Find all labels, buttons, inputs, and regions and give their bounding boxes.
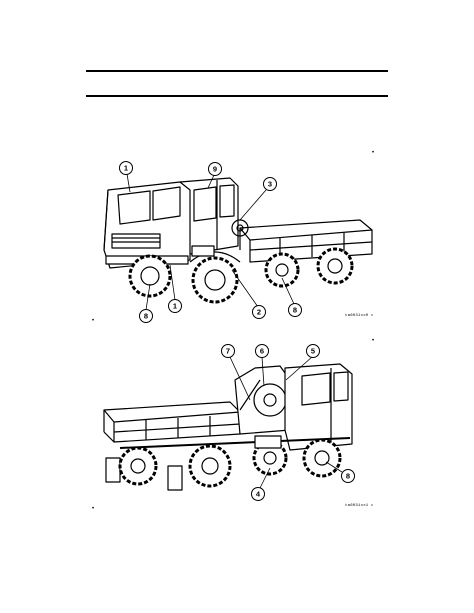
callout-label: 7 — [226, 347, 230, 356]
callout-7 — [221, 344, 235, 358]
figure-truck-front-view: 1 9 3 1 8 2 8 — [90, 150, 390, 325]
callout-8-right — [288, 303, 302, 317]
header-rule-bottom — [86, 95, 388, 97]
figure-truck-rear-view: 7 6 5 8 4 — [90, 340, 390, 510]
callout-label: 6 — [260, 347, 264, 356]
callout-label: 1 — [173, 302, 177, 311]
truck-rear-drawing: 7 6 5 8 4 — [103, 344, 355, 501]
figure-code: ta6031xx0 ▸ — [345, 314, 374, 318]
figure-code: ta6031xx1 ▸ — [345, 504, 374, 508]
callout-2 — [252, 305, 266, 319]
callout-label: 8 — [144, 312, 148, 321]
callout-label: 9 — [213, 165, 217, 174]
corner-mark: • — [372, 338, 375, 344]
callout-4 — [251, 487, 265, 501]
header-rule-top — [86, 70, 388, 72]
corner-mark: • — [92, 506, 95, 512]
callout-label: 1 — [124, 164, 128, 173]
callout-1-top — [119, 161, 133, 175]
callout-8-left — [139, 309, 153, 323]
callout-label: 8 — [293, 306, 297, 315]
callout-5 — [306, 344, 320, 358]
callout-6 — [255, 344, 269, 358]
callout-label: 2 — [257, 308, 261, 317]
callout-9 — [208, 162, 222, 176]
callout-label: 5 — [311, 347, 315, 356]
truck-front-drawing: 1 9 3 1 8 2 8 — [103, 161, 373, 323]
corner-mark: • — [372, 150, 375, 156]
callout-label: 4 — [256, 490, 261, 499]
callout-label: 3 — [268, 180, 272, 189]
callout-label: 8 — [346, 472, 350, 481]
callout-8 — [341, 469, 355, 483]
corner-mark: • — [92, 318, 95, 324]
callout-1-bottom — [168, 299, 182, 313]
callout-3 — [263, 177, 277, 191]
